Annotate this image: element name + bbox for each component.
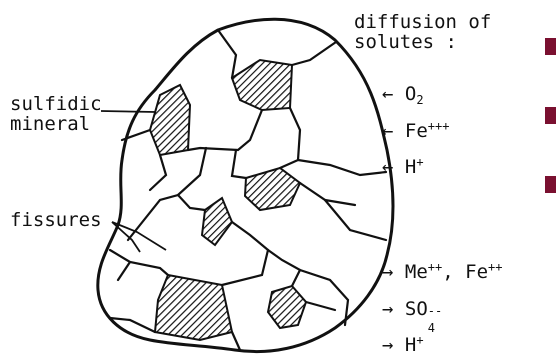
fissures-label: fissures [10, 210, 102, 230]
right-arrow-icon: → [382, 298, 393, 320]
inward-oxygen: ← O2 [382, 84, 424, 104]
left-arrow-icon: ← [382, 156, 393, 178]
right-arrow-icon: → [382, 334, 393, 356]
inward-ferric-iron: ← Fe+++ [382, 121, 449, 141]
slide-bullet [545, 107, 556, 124]
diffusion-heading: diffusion of solutes : [354, 12, 491, 52]
left-arrow-icon: ← [382, 120, 393, 142]
sulfidic-mineral-label: sulfidic mineral [10, 94, 102, 134]
sulfidic-leader-line [101, 111, 156, 112]
outward-sulfate: → SO--4 [382, 299, 438, 319]
mineral-grain [155, 275, 232, 340]
left-arrow-icon: ← [382, 83, 393, 105]
slide-bullet [545, 38, 556, 55]
outward-metal-ions: → Me++, Fe++ [382, 262, 503, 282]
outward-proton: → H+ [382, 335, 424, 355]
slide-bullet [545, 176, 556, 193]
inward-proton: ← H+ [382, 157, 424, 177]
right-arrow-icon: → [382, 261, 393, 283]
